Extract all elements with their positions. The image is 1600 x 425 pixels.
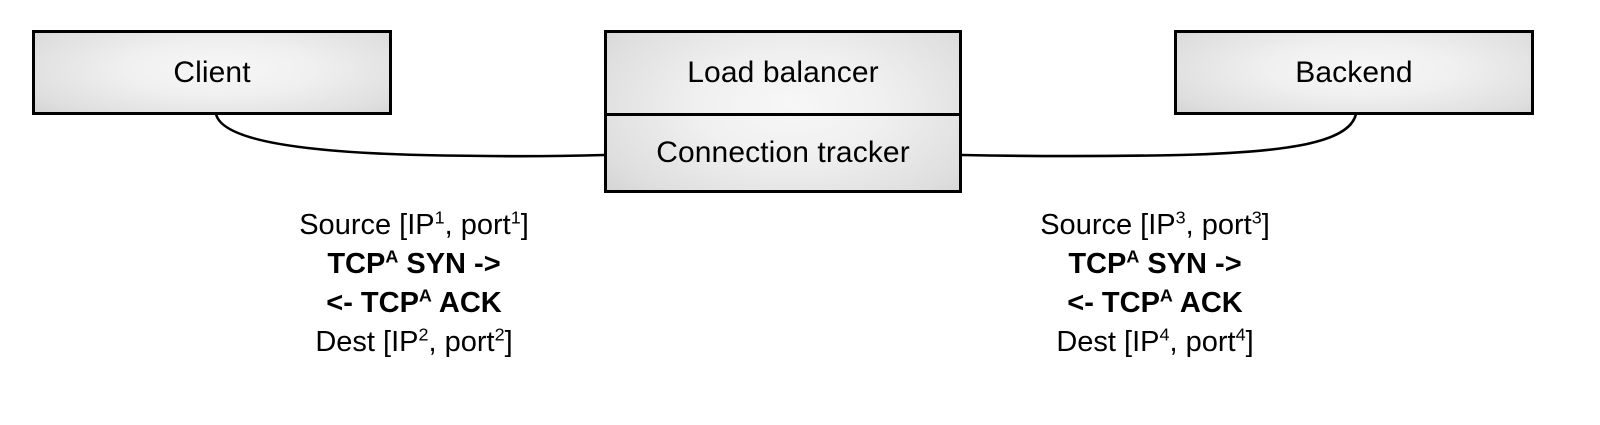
node-client-cell: Client xyxy=(35,33,389,112)
superscript: A xyxy=(1159,285,1173,306)
superscript: 3 xyxy=(1251,207,1262,228)
node-load-balancer-cell: Load balancer xyxy=(607,33,959,116)
superscript: 2 xyxy=(418,324,429,345)
superscript: 2 xyxy=(494,324,505,345)
annotation-line-dest: Dest [IP2, port2] xyxy=(315,324,513,358)
annotation-line-source: Source [IP3, port3] xyxy=(1040,207,1270,241)
superscript: 3 xyxy=(1175,207,1186,228)
superscript: A xyxy=(1126,246,1140,267)
annotation-line-ack: <- TCPA ACK xyxy=(1067,285,1243,319)
node-client-label: Client xyxy=(173,55,251,89)
annotation-client-side: Source [IP1, port1] TCPA SYN -> <- TCPA AC… xyxy=(234,207,594,367)
superscript: 4 xyxy=(1235,324,1246,345)
annotation-line-ack: <- TCPA ACK xyxy=(326,285,502,319)
node-load-balancer-label: Load balancer xyxy=(687,56,879,89)
connector-client-to-load-balancer xyxy=(214,112,606,158)
superscript: A xyxy=(418,285,432,306)
annotation-backend-side: Source [IP3, port3] TCPA SYN -> <- TCPA AC… xyxy=(975,207,1335,367)
annotation-line-source: Source [IP1, port1] xyxy=(299,207,529,241)
node-connection-tracker-label: Connection tracker xyxy=(656,136,910,169)
connector-load-balancer-to-backend xyxy=(960,112,1358,158)
node-connection-tracker-cell: Connection tracker xyxy=(607,116,959,190)
node-load-balancer[interactable]: Load balancer Connection tracker xyxy=(604,30,962,193)
annotation-line-syn: TCPA SYN -> xyxy=(327,246,501,280)
superscript: 1 xyxy=(434,207,445,228)
node-backend-cell: Backend xyxy=(1177,33,1531,112)
node-backend[interactable]: Backend xyxy=(1174,30,1534,115)
annotation-line-dest: Dest [IP4, port4] xyxy=(1056,324,1254,358)
superscript: 4 xyxy=(1159,324,1170,345)
annotation-line-syn: TCPA SYN -> xyxy=(1068,246,1242,280)
node-client[interactable]: Client xyxy=(32,30,392,115)
superscript: 1 xyxy=(510,207,521,228)
superscript: A xyxy=(385,246,399,267)
node-backend-label: Backend xyxy=(1295,55,1413,89)
